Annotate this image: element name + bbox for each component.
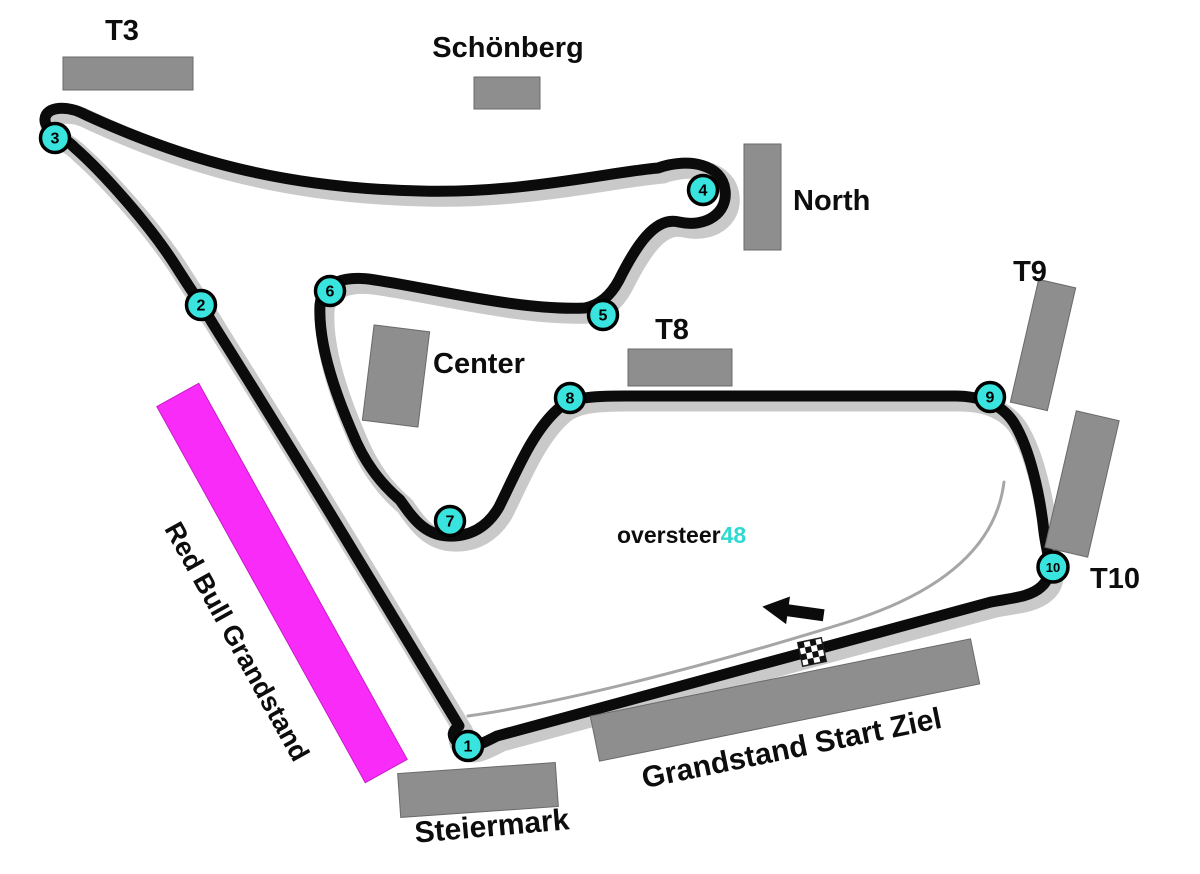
grandstand-schonberg [473,76,541,110]
turn-marker-1: 1 [451,729,485,763]
start-finish-flag [796,636,828,668]
turn-number: 7 [446,514,455,531]
turn-circle [973,380,1007,414]
flag-cell [797,641,805,649]
grandstand-label-t8: T8 [655,314,689,346]
grandstand-label-t10: T10 [1090,563,1140,595]
turn-circle [433,504,467,538]
direction-arrow [762,596,825,625]
grandstand-label-schonberg: Schönberg [432,32,583,64]
turn-circle [553,381,587,415]
watermark: oversteer48 [617,522,746,548]
flag-cell [800,653,808,661]
grandstand-center [361,324,431,428]
turn-marker-8: 8 [553,381,587,415]
turn-marker-6: 6 [313,274,347,308]
turn-circle [313,274,347,308]
pit-lane [466,480,1006,718]
grandstand-t10 [1044,410,1120,558]
watermark-brand: oversteer [617,522,721,548]
grandstand-label-t3: T3 [105,15,139,47]
turn-circle [586,298,620,332]
grandstand-label-t9: T9 [1013,256,1047,288]
turn-circle [1036,550,1070,584]
flag-cell [816,643,824,651]
watermark-number: 48 [721,522,747,548]
flag-cell [812,650,820,658]
grandstand-t9 [1009,278,1077,412]
turn-marker-10: 10 [1036,550,1070,584]
flag-cell [804,646,812,654]
flag-cell [809,639,817,647]
turn-number: 10 [1046,560,1060,575]
grandstand-north [743,143,782,251]
turn-marker-7: 7 [433,504,467,538]
turn-number: 3 [51,131,60,148]
flag-cell [807,657,815,665]
turn-circle [686,173,720,207]
grandstand-label-center: Center [433,348,525,380]
flag-cell [819,655,827,663]
grandstand-label-north: North [793,185,870,217]
grandstand-start-ziel [589,638,981,762]
turn-marker-4: 4 [686,173,720,207]
turn-number: 4 [699,183,708,200]
turn-number: 6 [326,284,335,301]
turn-number: 8 [566,391,575,408]
grandstand-red-bull [156,382,408,784]
turn-marker-2: 2 [184,288,218,322]
turn-circle [451,729,485,763]
turn-number: 2 [197,298,206,315]
grandstand-t3 [62,56,194,91]
turn-marker-9: 9 [973,380,1007,414]
grandstand-t8 [627,348,733,387]
turn-circle [184,288,218,322]
turn-number: 9 [986,390,995,407]
turn-marker-5: 5 [586,298,620,332]
turn-number: 5 [599,308,608,325]
turn-number: 1 [464,739,473,756]
turn-circle [38,121,72,155]
turn-marker-3: 3 [38,121,72,155]
grandstand-steiermark [397,762,559,818]
